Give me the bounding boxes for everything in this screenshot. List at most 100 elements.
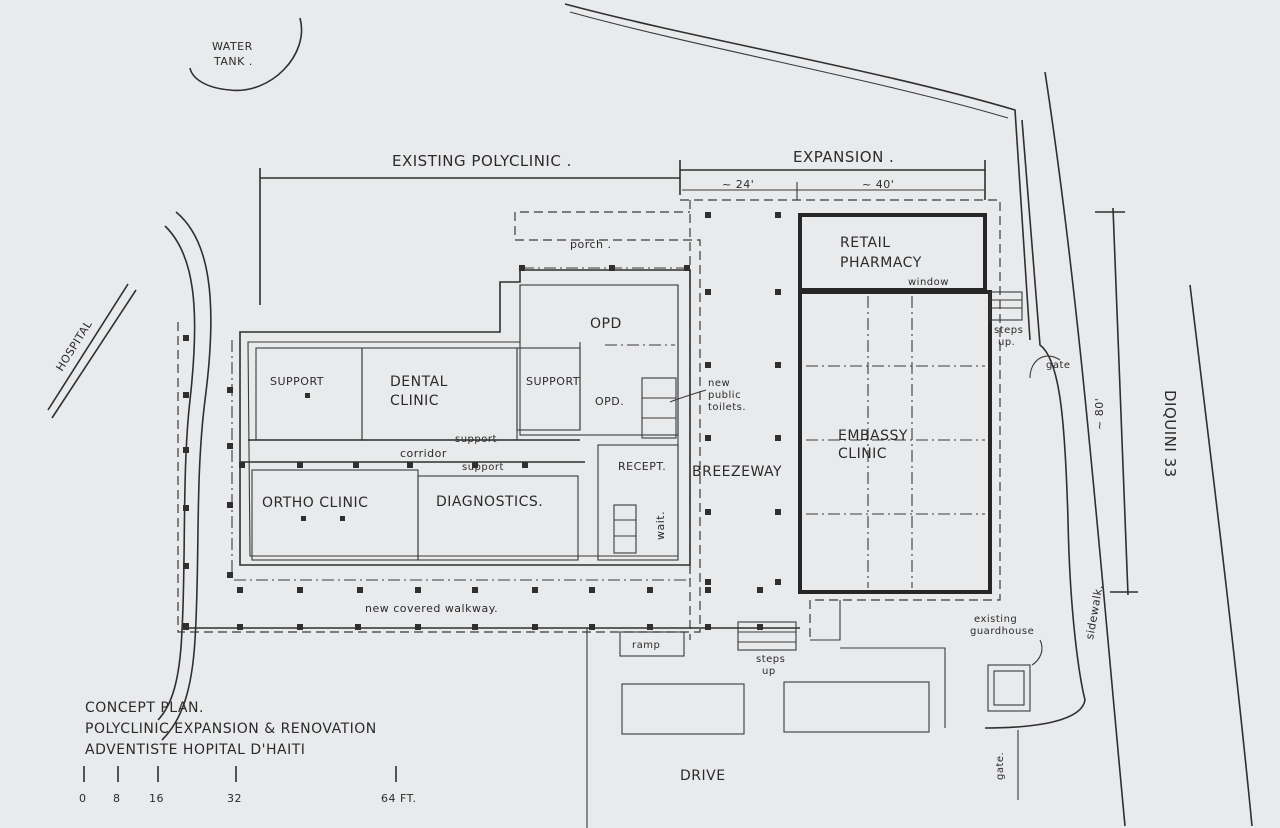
scale-label-8: 8 <box>113 792 121 805</box>
guardhouse-label-1: existing <box>974 614 1017 625</box>
title-line-1: CONCEPT PLAN. <box>85 700 204 716</box>
water-tank-label-1: WATER <box>212 40 253 53</box>
column-marker <box>775 579 781 585</box>
bottom-steps <box>737 621 797 651</box>
column-marker <box>239 462 245 468</box>
gate-right <box>1029 355 1061 379</box>
scale-label-64: 64 FT. <box>381 792 417 805</box>
column-marker <box>705 587 711 593</box>
column-marker <box>357 587 363 593</box>
guardhouse-leader <box>1031 639 1043 666</box>
toilets-leader <box>669 389 707 403</box>
window-label: window <box>908 277 949 288</box>
support-1-col <box>305 393 310 398</box>
retail-pharmacy-room <box>798 213 987 292</box>
column-marker <box>684 265 690 271</box>
support-label-2: SUPPORT <box>526 375 580 388</box>
parking-right <box>783 681 930 733</box>
dim-24-label: ~ 24' <box>722 178 754 191</box>
street-label: DIQUINI 33 <box>1161 390 1179 478</box>
retail-label-2: PHARMACY <box>840 255 922 271</box>
column-marker <box>297 624 303 630</box>
dim-80-label: ~ 80' <box>1093 398 1106 430</box>
column-marker <box>757 587 763 593</box>
column-marker <box>472 462 478 468</box>
property-line-top <box>564 3 1031 341</box>
title-line-3: ADVENTISTE HOPITAL D'HAITI <box>85 742 305 758</box>
column-marker <box>522 462 528 468</box>
column-marker <box>705 212 711 218</box>
support-corridor-bottom: support <box>462 462 504 473</box>
column-marker <box>705 289 711 295</box>
property-line-top-2 <box>569 11 1009 119</box>
water-tank-outline <box>189 17 303 92</box>
sidewalk-label: sidewalk. <box>1083 583 1105 640</box>
column-marker <box>589 624 595 630</box>
column-marker <box>355 624 361 630</box>
column-marker <box>775 212 781 218</box>
opd-label: OPD <box>590 316 622 332</box>
scale-label-32: 32 <box>227 792 242 805</box>
steps-up-right-label-1: steps <box>994 325 1023 336</box>
column-marker <box>705 509 711 515</box>
column-marker <box>609 265 615 271</box>
recept-label: RECEPT. <box>618 460 666 473</box>
column-marker <box>297 587 303 593</box>
corridor-label: corridor <box>400 447 447 460</box>
reception-stair <box>613 504 637 554</box>
sidewalk-line <box>984 119 1086 729</box>
toilets-label-1: new <box>708 378 730 389</box>
column-marker <box>647 624 653 630</box>
ramp <box>619 631 685 657</box>
dental-label-2: CLINIC <box>390 393 439 409</box>
column-marker <box>775 509 781 515</box>
column-marker <box>705 579 711 585</box>
scale-label-0: 0 <box>79 792 87 805</box>
ortho-label: ORTHO CLINIC <box>262 495 368 511</box>
dental-label-1: DENTAL <box>390 374 448 390</box>
column-marker <box>775 289 781 295</box>
street-line-1 <box>1044 71 1126 827</box>
gate-bottom-label: gate. <box>995 752 1006 780</box>
column-marker <box>183 335 189 341</box>
guardhouse-label-2: guardhouse <box>970 626 1034 637</box>
embassy-clinic-room <box>798 290 992 594</box>
column-marker <box>227 443 233 449</box>
column-marker <box>472 587 478 593</box>
existing-dashed-boundary <box>177 211 701 633</box>
column-marker <box>589 587 595 593</box>
column-marker <box>775 362 781 368</box>
column-marker <box>407 462 413 468</box>
drive-edge-right <box>810 600 841 641</box>
ortho-room <box>251 469 419 561</box>
column-marker <box>705 362 711 368</box>
title-line-2: POLYCLINIC EXPANSION & RENOVATION <box>85 721 377 737</box>
column-marker <box>227 502 233 508</box>
ortho-col-1 <box>301 516 306 521</box>
opd-room <box>519 284 679 436</box>
column-marker <box>757 624 763 630</box>
column-marker <box>532 624 538 630</box>
column-marker <box>415 624 421 630</box>
steps-up-right-label-2: up. <box>998 337 1015 348</box>
dim-80-line <box>1112 207 1129 596</box>
steps-up-bottom-label-2: up <box>762 666 776 677</box>
road-curve-outer <box>161 211 212 741</box>
column-marker <box>227 572 233 578</box>
guardhouse-inner <box>993 670 1025 706</box>
toilets-label-2: public <box>708 390 741 401</box>
ramp-label: ramp <box>632 640 660 651</box>
expansion-dashed-boundary <box>680 199 1001 640</box>
column-marker <box>353 462 359 468</box>
column-marker <box>775 435 781 441</box>
road-curve-inner <box>157 225 196 721</box>
embassy-label-2: CLINIC <box>838 446 887 462</box>
column-marker <box>705 435 711 441</box>
column-marker <box>183 447 189 453</box>
diagnostics-label: DIAGNOSTICS. <box>436 494 543 510</box>
public-toilets <box>641 377 677 439</box>
hospital-edge <box>47 283 137 419</box>
column-marker <box>647 587 653 593</box>
existing-building-outline <box>239 269 691 566</box>
